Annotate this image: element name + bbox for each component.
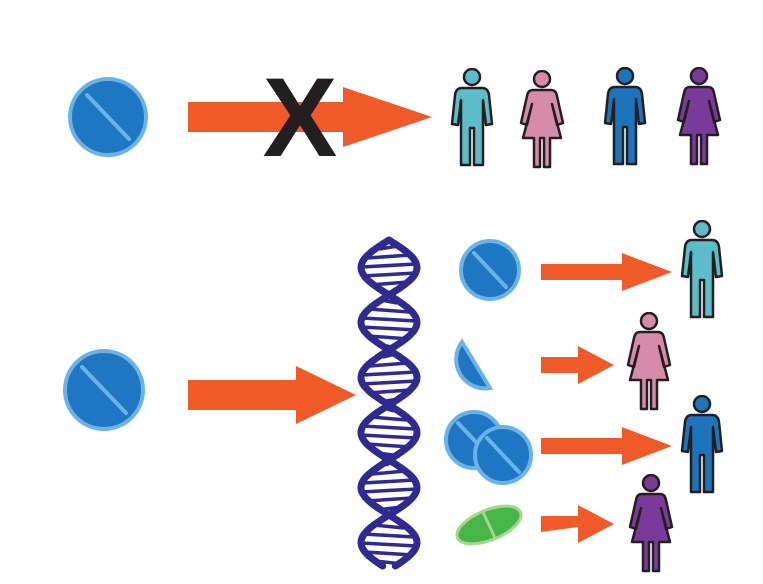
top-row: X (68, 55, 722, 180)
capsule-icon (455, 504, 523, 546)
dna-rung (369, 361, 409, 368)
pill-score-line (80, 365, 128, 415)
dna-rung (367, 253, 411, 260)
arrow-icon (188, 366, 356, 424)
dna-rung (363, 478, 415, 485)
dna-rung (371, 415, 407, 422)
arrow-icon (188, 87, 432, 147)
woman-icon (628, 474, 674, 573)
dna-rung (360, 541, 418, 548)
dna-rung (372, 469, 406, 476)
double-pill-icon (444, 410, 533, 485)
round-pill-icon (459, 239, 521, 301)
woman-icon (519, 70, 565, 169)
dna-rung (361, 433, 417, 440)
dna-helix-icon (357, 236, 421, 570)
pill-icon (63, 349, 145, 431)
man-icon (450, 68, 494, 167)
dna-rung (361, 325, 417, 332)
dna-rung (362, 271, 416, 278)
dna-strand (357, 236, 421, 570)
pill-icon (68, 77, 148, 157)
dna-rung (364, 550, 414, 557)
man-icon (680, 220, 724, 319)
pill-score-line (485, 436, 521, 474)
man-icon (603, 67, 647, 166)
arrow-icon (541, 427, 672, 465)
arrow-icon (541, 505, 614, 543)
dna-rung (368, 307, 410, 314)
dna-rung (362, 424, 416, 431)
x-mark-icon: X (263, 55, 338, 180)
dna-rung (364, 532, 414, 539)
dna-rung (361, 379, 417, 386)
pill-score-line (472, 251, 508, 289)
woman-icon (626, 312, 672, 411)
dna-rung (361, 487, 417, 494)
half-pill-icon (454, 338, 494, 391)
capsule-seam (481, 511, 497, 539)
pill-body (454, 338, 494, 391)
pill-score-line (85, 93, 131, 141)
arrow-icon (541, 253, 672, 291)
man-icon (680, 395, 724, 494)
arrow-icon (541, 346, 614, 384)
dna-rung (361, 316, 417, 323)
dna-rung (362, 370, 416, 377)
dna-rung (361, 262, 417, 269)
woman-icon (676, 67, 722, 166)
bottom-row (63, 220, 724, 573)
